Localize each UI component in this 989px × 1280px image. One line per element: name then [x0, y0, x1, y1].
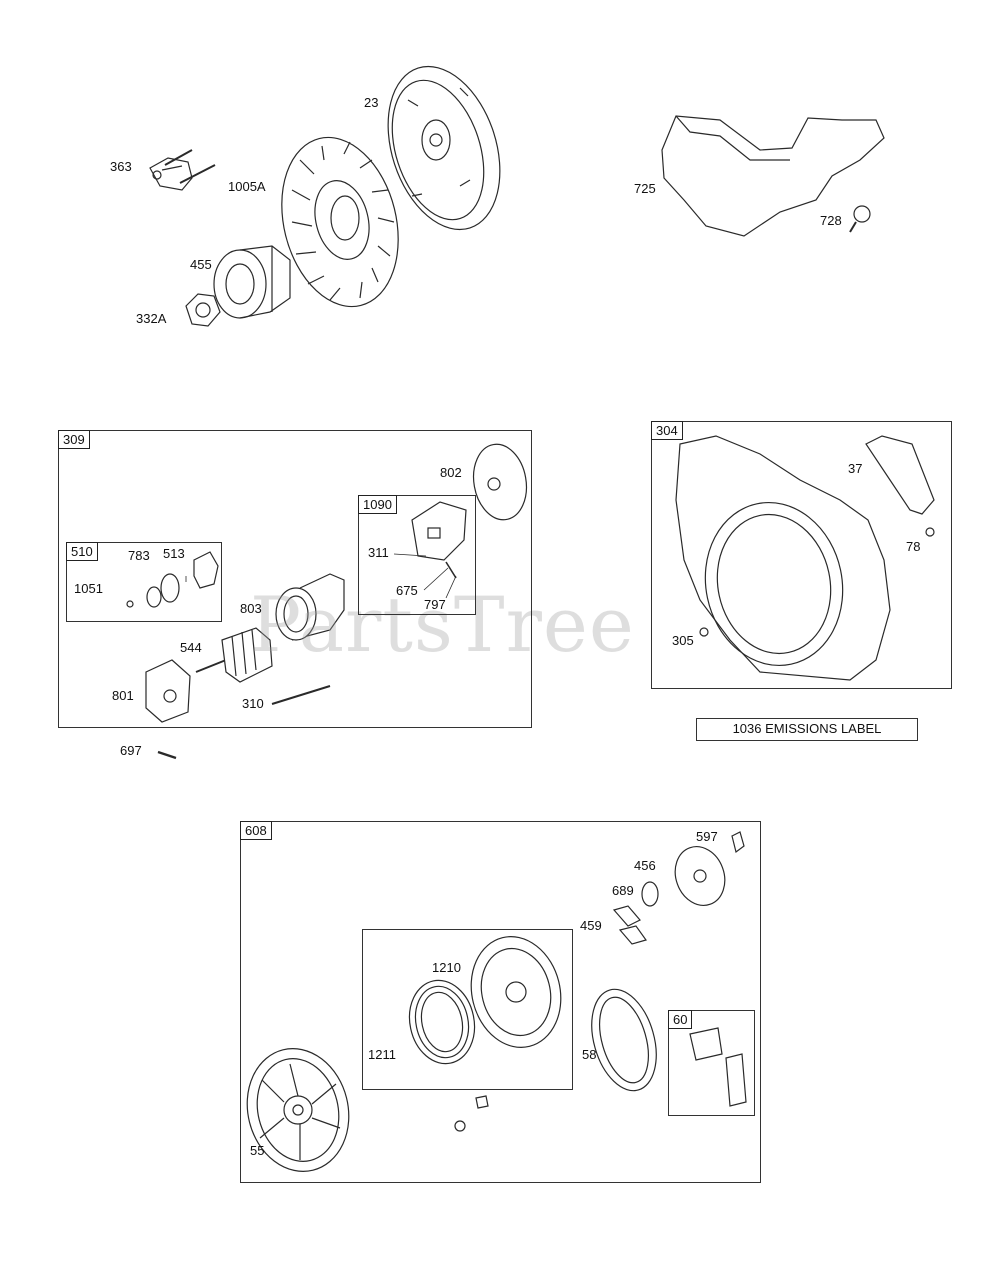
part-78-screw [925, 527, 935, 537]
part-597-pin [731, 831, 745, 854]
callout-305: 305 [672, 633, 694, 648]
part-697-screw [157, 750, 177, 760]
group-309-frame [58, 430, 532, 728]
callout-597: 597 [696, 829, 718, 844]
group-1210-inner-frame [362, 929, 573, 1090]
callout-310: 310 [242, 696, 264, 711]
part-803-housing [275, 573, 345, 641]
callout-456: 456 [634, 858, 656, 873]
part-310-bolt [271, 685, 331, 705]
emissions-label-box: 1036 EMISSIONS LABEL [696, 718, 918, 741]
part-801-end-cap [145, 659, 191, 723]
callout-675: 675 [396, 583, 418, 598]
part-728-screw [849, 205, 871, 233]
callout-728: 728 [820, 213, 842, 228]
callout-697: 697 [120, 743, 142, 758]
callout-1211: 1211 [368, 1047, 396, 1062]
group-304-frame [651, 421, 952, 689]
callout-803: 803 [240, 601, 262, 616]
callout-689: 689 [612, 883, 634, 898]
callout-1005a: 1005A [228, 179, 266, 194]
callout-332a: 332A [136, 311, 167, 326]
group-510-tag: 510 [66, 542, 98, 561]
part-455-cup [213, 245, 291, 319]
part-802-plate [472, 443, 528, 521]
part-1211-spring [408, 979, 476, 1065]
callout-455: 455 [190, 257, 212, 272]
callout-513: 513 [163, 546, 185, 561]
callout-797: 797 [424, 597, 446, 612]
callout-459: 459 [580, 918, 602, 933]
callout-311: 311 [368, 545, 389, 560]
group-60-frame [668, 1010, 755, 1116]
part-1210-pulley [470, 936, 562, 1048]
group-60-tag: 60 [668, 1010, 693, 1029]
callout-55: 55 [250, 1143, 265, 1158]
part-60-handle [689, 1027, 747, 1107]
callout-802: 802 [440, 465, 462, 480]
group-309-tag: 309 [58, 430, 90, 449]
callout-78: 78 [906, 539, 921, 554]
group-1090-tag: 1090 [358, 495, 397, 514]
group-304-tag: 304 [651, 421, 683, 440]
part-55-blower-cup [246, 1048, 350, 1172]
group-510-frame [66, 542, 222, 622]
callout-783: 783 [128, 548, 150, 563]
part-1090-brush-holder [411, 501, 467, 579]
callout-725: 725 [634, 181, 656, 196]
part-363-bracket [149, 149, 216, 191]
part-725-shield [661, 115, 885, 237]
group-608-frame [240, 821, 761, 1183]
group-608-tag: 608 [240, 821, 272, 840]
parts-tree-watermark: PartsTree [250, 580, 635, 669]
part-510-gear-set [126, 551, 219, 608]
part-689-ring [641, 881, 659, 907]
part-304-blower-housing [675, 435, 891, 681]
part-456-cup [674, 846, 726, 906]
part-23-flywheel-plate [387, 65, 501, 231]
callout-801: 801 [112, 688, 134, 703]
part-37-baffle [865, 435, 935, 515]
part-459-pawls [612, 905, 647, 945]
part-332a-nut [185, 293, 221, 327]
part-58-rope-ring [591, 988, 657, 1092]
callout-1051: 1051 [74, 581, 103, 596]
callout-363: 363 [110, 159, 132, 174]
group-1090-frame [358, 495, 476, 615]
part-1005a-fan [281, 136, 399, 308]
part-544-armature [195, 627, 273, 683]
part-305-screw [699, 627, 709, 637]
callout-1210: 1210 [432, 960, 461, 975]
leader-lines [185, 553, 457, 599]
callout-37: 37 [848, 461, 863, 476]
callout-23: 23 [364, 95, 379, 110]
callout-544: 544 [180, 640, 202, 655]
callout-58: 58 [582, 1047, 597, 1062]
part-bolt-and-nut [454, 1095, 489, 1132]
